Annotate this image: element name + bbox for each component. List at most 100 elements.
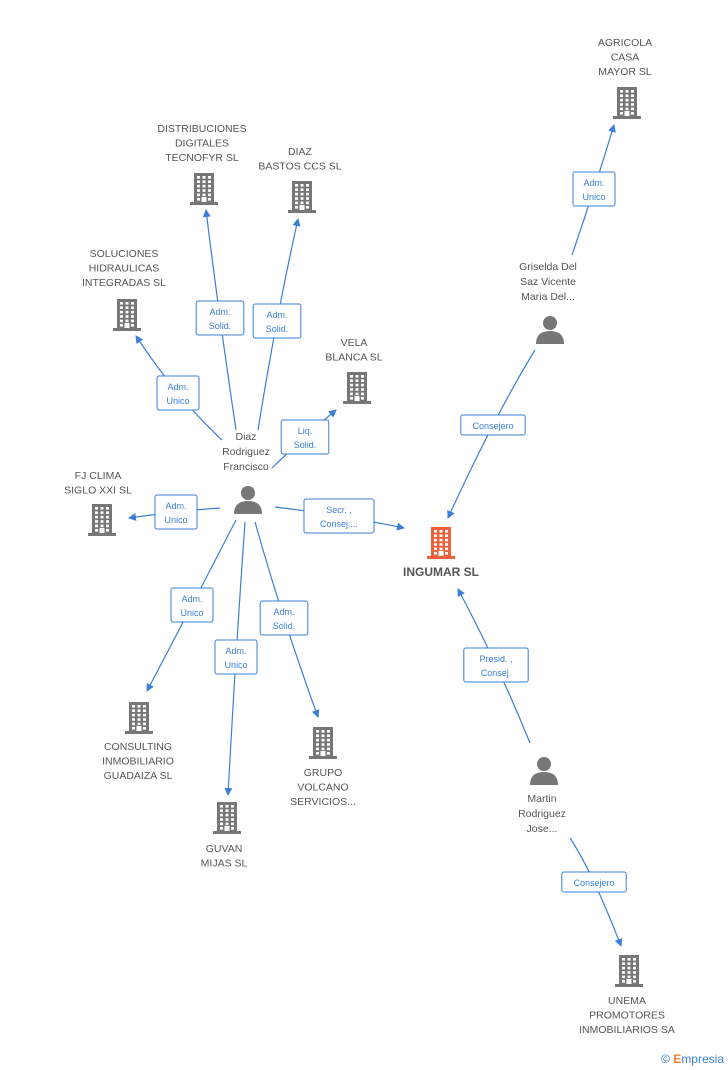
- edge-labels-layer: Adm.UnicoConsejeroAdm.Solid.Adm.Solid.Ad…: [154, 171, 627, 893]
- building-icon: [615, 955, 643, 987]
- edge-label-text: Adm.: [225, 646, 246, 656]
- edge-label-text: Presid. ,: [479, 654, 512, 664]
- edge-label-diaz_rf-ingumar[interactable]: Secr. , Consej....: [303, 498, 375, 534]
- node-label: INMOBILIARIO: [102, 756, 174, 768]
- node-label: CASA: [611, 52, 640, 64]
- node-diazbastos[interactable]: DIAZ BASTOS CCS SL: [258, 146, 342, 213]
- building-icon: [427, 527, 455, 559]
- edge-label-griselda-agricola[interactable]: Adm.Unico: [572, 171, 616, 207]
- node-label: SOLUCIONES: [90, 248, 159, 260]
- node-label: Diaz: [235, 431, 256, 443]
- node-label: INGUMAR SL: [403, 565, 479, 579]
- edge-label-text: Adm.: [165, 501, 186, 511]
- node-label: Francisco: [223, 461, 269, 473]
- node-label: GUVAN: [206, 843, 243, 855]
- edge-label-text: Consejero: [472, 421, 513, 431]
- edge-label-text: Unico: [224, 660, 247, 670]
- node-label: SERVICIOS...: [290, 796, 356, 808]
- copyright-symbol: ©: [661, 1052, 670, 1066]
- edge-label-text: Adm.: [167, 382, 188, 392]
- node-label: DIAZ: [288, 146, 313, 158]
- node-label: Martin: [527, 793, 556, 805]
- edge-label-text: Unico: [164, 515, 187, 525]
- node-label: Saz Vicente: [520, 276, 576, 288]
- edge-label-diaz_rf-soluciones[interactable]: Adm. Unico: [156, 375, 200, 411]
- node-distribuciones[interactable]: DISTRIBUCIONES DIGITALES TECNOFYR SL: [157, 123, 247, 205]
- node-label: SIGLO XXI SL: [64, 485, 132, 497]
- node-label: DIGITALES: [175, 138, 229, 150]
- edge-label-diaz_rf-guvan[interactable]: Adm. Unico: [214, 639, 258, 675]
- edge-label-text: Solid.: [209, 321, 232, 331]
- edge-label-diaz_rf-distribuciones[interactable]: Adm. Solid.: [195, 300, 245, 336]
- node-label: VOLCANO: [297, 782, 348, 794]
- edge-label-text: Adm.: [209, 307, 230, 317]
- edge-label-text: Consej....: [320, 519, 358, 529]
- edge-label-text: Adm.: [266, 310, 287, 320]
- edge-label-diaz_rf-grupo[interactable]: Adm. Solid.: [259, 600, 309, 636]
- node-martin[interactable]: MartinRodriguezJose...: [518, 757, 566, 835]
- node-label: Jose...: [527, 823, 558, 835]
- node-label: VELA: [341, 337, 368, 349]
- node-label: GUADAIZA SL: [104, 770, 173, 782]
- edge-label-box: [572, 171, 616, 207]
- node-label: BLANCA SL: [325, 352, 382, 364]
- edge-label-diaz_rf-vela[interactable]: Liq. Solid.: [280, 419, 330, 455]
- edge-label-text: Unico: [180, 608, 203, 618]
- edge-label-box: [214, 639, 258, 675]
- node-consulting[interactable]: CONSULTING INMOBILIARIO GUADAIZA SL: [102, 702, 174, 782]
- edge-label-diaz_rf-diazbastos[interactable]: Adm.Solid.: [252, 303, 302, 339]
- node-label: TECNOFYR SL: [165, 152, 239, 164]
- node-label: PROMOTORES: [589, 1010, 665, 1022]
- node-label: CONSULTING: [104, 741, 172, 753]
- node-ingumar[interactable]: INGUMAR SL: [403, 527, 479, 579]
- building-icon: [309, 727, 337, 759]
- edge-label-box: [460, 414, 526, 436]
- edge-label-text: Adm.: [273, 607, 294, 617]
- node-grupo[interactable]: GRUPO VOLCANO SERVICIOS...: [290, 727, 356, 808]
- edge-label-box: [463, 647, 529, 683]
- footer-brand[interactable]: © Empresia: [661, 1052, 724, 1066]
- edge-label-griselda-ingumar[interactable]: Consejero: [460, 414, 526, 436]
- brand-name: mpresia: [681, 1052, 724, 1066]
- node-label: GRUPO: [304, 767, 343, 779]
- edge-label-text: Liq.: [298, 426, 313, 436]
- edge-label-text: Consej.: [481, 668, 512, 678]
- node-label: Rodriguez: [222, 446, 270, 458]
- person-icon: [530, 757, 558, 785]
- node-label: Griselda Del: [519, 261, 577, 273]
- building-icon: [213, 802, 241, 834]
- edge-label-box: [170, 587, 214, 623]
- person-icon: [536, 316, 564, 344]
- node-label: UNEMA: [608, 995, 646, 1007]
- building-icon: [288, 181, 316, 213]
- edge-label-text: Secr. ,: [326, 505, 352, 515]
- edge-label-box: [303, 498, 375, 534]
- edge-label-martin-ingumar[interactable]: Presid. , Consej.: [463, 647, 529, 683]
- edge-label-text: Adm.: [181, 594, 202, 604]
- node-label: DISTRIBUCIONES: [157, 123, 246, 135]
- edge-label-martin-unema[interactable]: Consejero: [561, 871, 627, 893]
- edge-label-text: Unico: [166, 396, 189, 406]
- node-label: HIDRAULICAS: [89, 263, 160, 275]
- edge-label-text: Solid.: [273, 621, 296, 631]
- node-vela[interactable]: VELA BLANCA SL: [325, 337, 383, 404]
- building-icon: [343, 372, 371, 404]
- edge-label-text: Solid.: [294, 440, 317, 450]
- person-icon: [234, 486, 262, 514]
- edge-label-diaz_rf-fjclima[interactable]: Adm. Unico: [154, 494, 198, 530]
- edge-label-text: Consejero: [573, 878, 614, 888]
- node-label: BASTOS CCS SL: [258, 161, 341, 173]
- edge-label-diaz_rf-consulting[interactable]: Adm. Unico: [170, 587, 214, 623]
- building-icon: [113, 299, 141, 331]
- edge-label-text: Adm.: [583, 178, 604, 188]
- node-soluciones[interactable]: SOLUCIONES HIDRAULICAS INTEGRADAS SL: [82, 248, 166, 331]
- node-label: INTEGRADAS SL: [82, 277, 166, 289]
- node-label: Maria Del...: [521, 291, 575, 303]
